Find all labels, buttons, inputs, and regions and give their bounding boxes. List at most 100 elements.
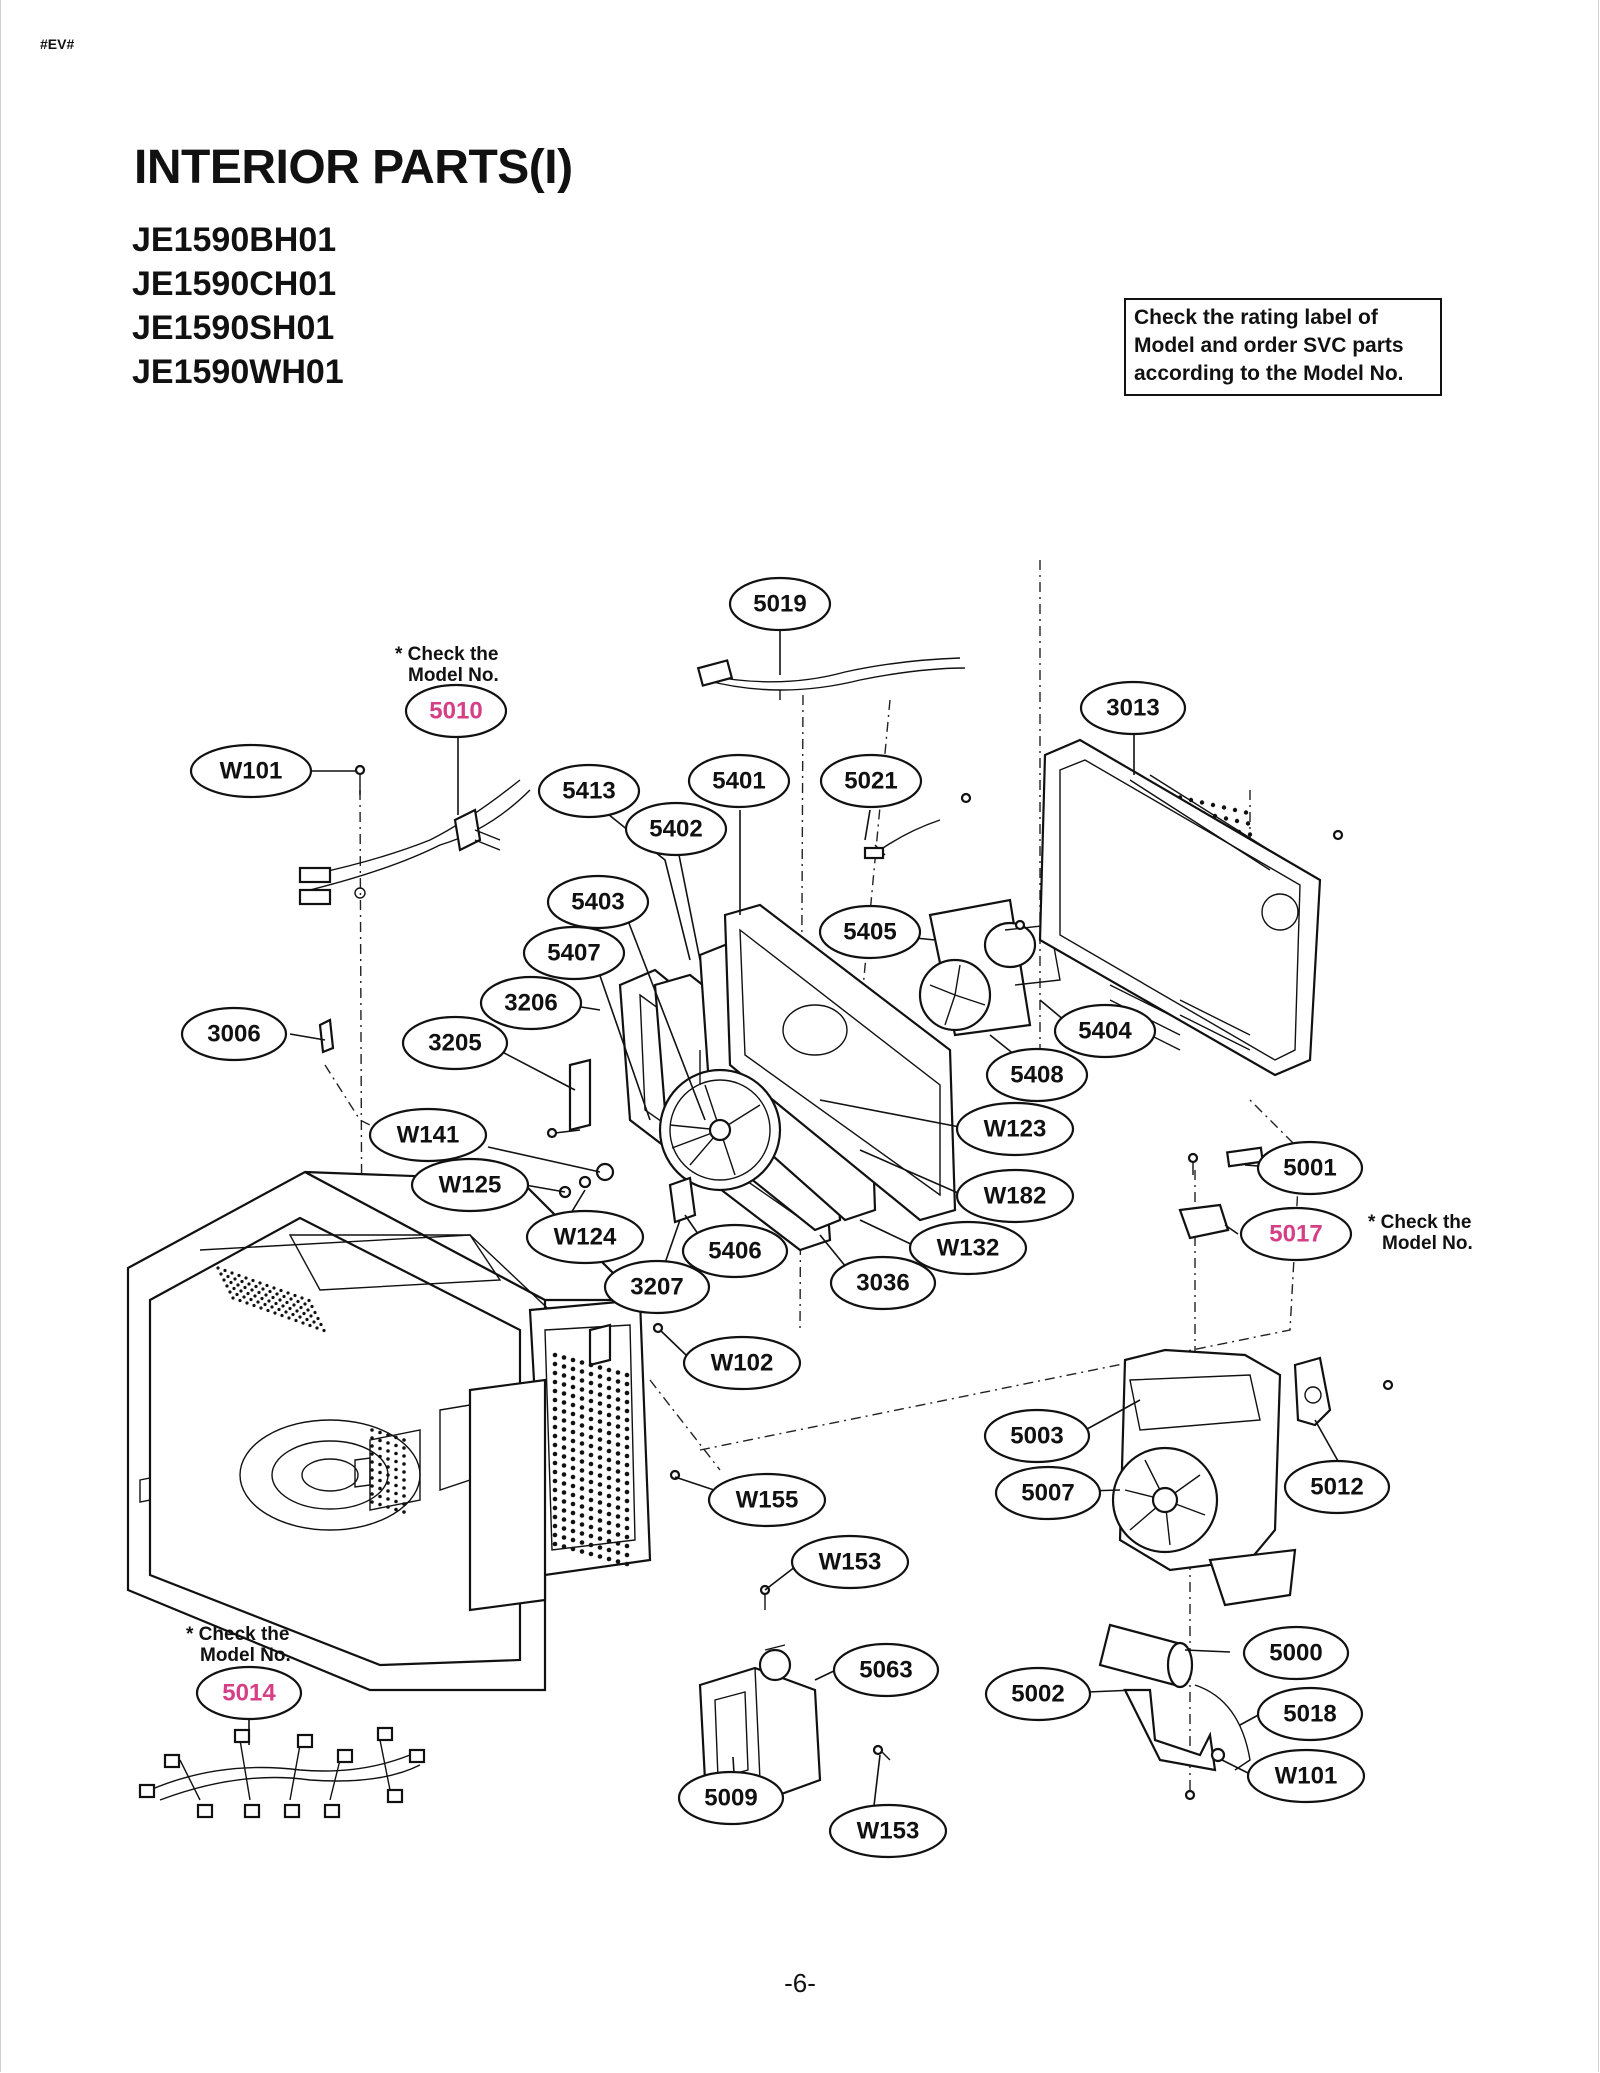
vent-hole — [624, 1444, 630, 1450]
vent-hole — [300, 1296, 304, 1300]
vent-hole — [250, 1288, 254, 1292]
part-callout-5407: 5407 — [522, 925, 626, 981]
vent-hole — [378, 1430, 382, 1435]
vent-hole — [597, 1482, 603, 1487]
vent-hole — [561, 1499, 567, 1504]
part-callout-5404: 5404 — [1053, 1003, 1157, 1059]
vent-hole — [570, 1519, 576, 1525]
vent-hole — [322, 1328, 326, 1333]
vent-hole — [615, 1433, 621, 1438]
vent-hole — [597, 1410, 603, 1415]
wire-harness-5010 — [298, 779, 531, 906]
part-callout-5009: 5009 — [677, 1770, 785, 1826]
vent-hole — [378, 1462, 382, 1467]
svg-text:5002: 5002 — [1011, 1681, 1064, 1708]
model-number: JE1590SH01 — [132, 309, 335, 347]
vent-hole — [386, 1465, 390, 1469]
vent-hole — [378, 1454, 382, 1459]
vent-hole — [258, 1281, 262, 1285]
vent-hole — [615, 1406, 621, 1411]
svg-text:5003: 5003 — [1010, 1423, 1063, 1450]
vent-hole — [552, 1451, 558, 1457]
convection-fan — [658, 1050, 782, 1192]
vent-hole — [263, 1302, 267, 1307]
vent-hole — [579, 1549, 585, 1554]
vent-hole — [615, 1442, 621, 1447]
svg-text:5009: 5009 — [704, 1785, 757, 1812]
vent-hole — [552, 1442, 558, 1448]
rating-label-notice: Check the rating label of Model and orde… — [1124, 298, 1442, 396]
vent-hole — [561, 1382, 567, 1387]
vent-hole — [615, 1496, 621, 1501]
vent-hole — [606, 1376, 612, 1382]
vent-hole — [579, 1450, 585, 1455]
vent-hole — [570, 1402, 576, 1408]
vent-hole — [310, 1304, 314, 1309]
vent-hole — [561, 1400, 567, 1405]
vent-hole — [281, 1304, 285, 1308]
model-number: JE1590WH01 — [132, 353, 344, 391]
vent-hole — [552, 1523, 558, 1529]
check-note-line: * Check the — [395, 644, 498, 665]
vent-hole — [606, 1493, 612, 1499]
vent-hole — [624, 1435, 630, 1441]
fan-bracket-5012 — [1293, 1356, 1394, 1427]
part-callout-w141: W141 — [368, 1107, 488, 1163]
vent-hole — [597, 1518, 603, 1523]
vent-hole — [597, 1455, 603, 1460]
vent-hole — [579, 1405, 585, 1410]
vent-hole — [279, 1288, 283, 1293]
vent-hole — [402, 1462, 406, 1466]
svg-text:5007: 5007 — [1021, 1480, 1074, 1507]
vent-hole — [579, 1396, 585, 1401]
vent-hole — [253, 1294, 257, 1298]
vent-hole — [624, 1408, 630, 1414]
vent-hole — [615, 1397, 621, 1402]
vent-hole — [624, 1507, 630, 1513]
vent-hole — [615, 1505, 621, 1510]
part-callout-5007: 5007 — [994, 1465, 1102, 1521]
check-note-line: * Check the — [1368, 1212, 1471, 1233]
vent-hole — [561, 1436, 567, 1441]
vent-hole — [588, 1443, 594, 1449]
svg-text:W101: W101 — [1275, 1763, 1338, 1790]
vent-hole — [261, 1287, 265, 1291]
vent-hole — [552, 1532, 558, 1538]
vent-hole — [370, 1468, 374, 1472]
part-callout-5413: 5413 — [537, 763, 641, 819]
vent-hole — [402, 1494, 406, 1498]
part-callout-5406: 5406 — [681, 1223, 789, 1279]
svg-text:3013: 3013 — [1106, 695, 1159, 722]
vent-hole — [378, 1470, 382, 1475]
vent-hole — [606, 1556, 612, 1562]
vent-hole — [606, 1547, 612, 1553]
vent-hole — [588, 1398, 594, 1404]
vent-hole — [588, 1524, 594, 1530]
vent-hole — [236, 1283, 240, 1287]
vent-hole — [305, 1317, 309, 1322]
vent-hole — [606, 1520, 612, 1526]
vent-hole — [370, 1452, 374, 1456]
vent-hole — [579, 1513, 585, 1518]
vent-hole — [378, 1494, 382, 1499]
part-callout-w124: W124 — [525, 1209, 645, 1265]
vent-hole — [570, 1492, 576, 1498]
vent-hole — [570, 1501, 576, 1507]
vent-hole — [378, 1486, 382, 1491]
part-callout-5012: 5012 — [1283, 1459, 1391, 1515]
page-title: INTERIOR PARTS(I) — [134, 141, 573, 194]
vent-hole — [552, 1460, 558, 1466]
vent-hole — [579, 1432, 585, 1437]
part-callout-5002: 5002 — [984, 1666, 1092, 1722]
vent-hole — [301, 1321, 305, 1325]
vent-hole — [1245, 821, 1251, 826]
vent-hole — [606, 1367, 612, 1373]
vent-hole — [624, 1543, 630, 1549]
part-callout-3006: 3006 — [180, 1006, 288, 1062]
part-callout-5063: 5063 — [832, 1642, 940, 1698]
vent-hole — [597, 1509, 603, 1514]
vent-hole — [402, 1486, 406, 1490]
vent-hole — [624, 1426, 630, 1432]
vent-hole — [570, 1429, 576, 1435]
vent-hole — [370, 1436, 374, 1440]
